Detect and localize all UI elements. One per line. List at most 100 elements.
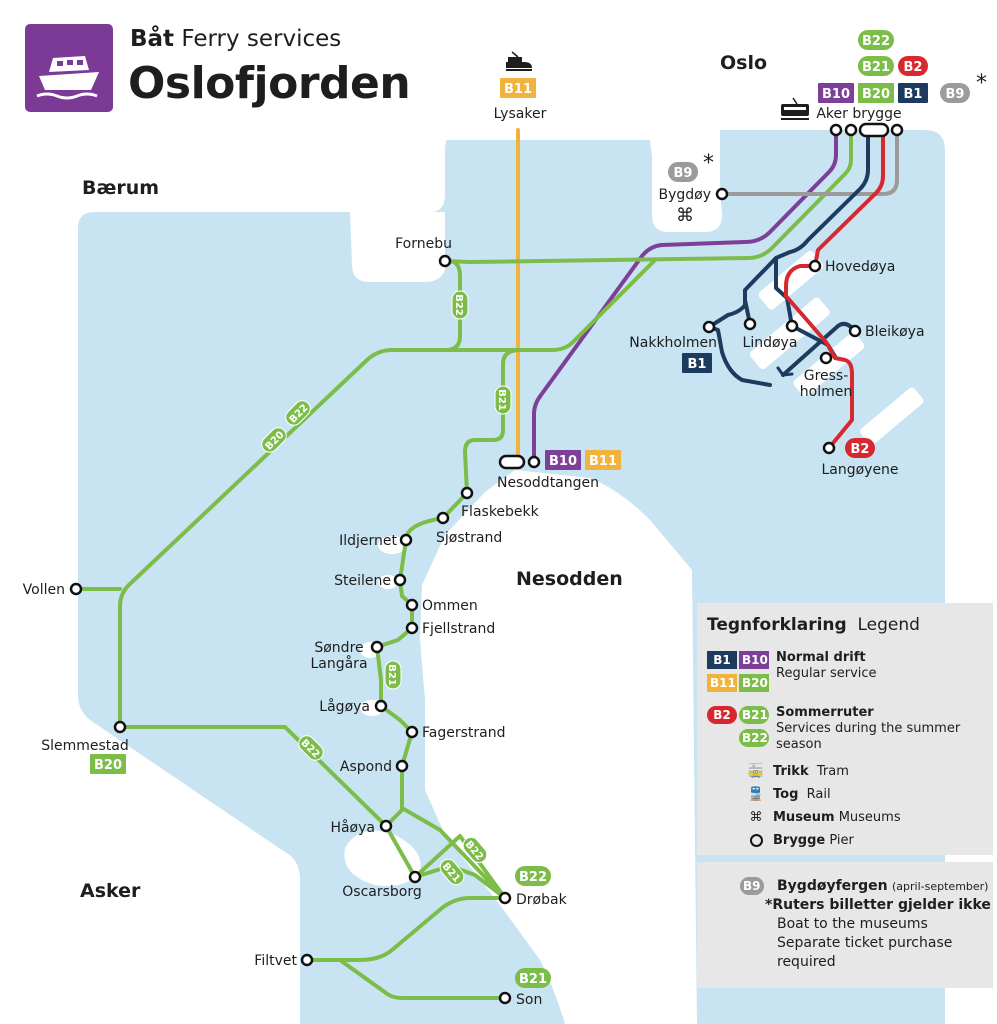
legend-rail: 🚆Tog Rail bbox=[745, 787, 831, 802]
place-name-oslo: Oslo bbox=[720, 52, 767, 74]
stop-fagerstrand[interactable]: Fagerstrand bbox=[405, 725, 505, 741]
route-badge-b11[interactable]: B11 bbox=[585, 450, 621, 470]
badge-background bbox=[285, 400, 311, 426]
stop-son[interactable]: Son bbox=[498, 991, 542, 1008]
museum-icon: ⌘ bbox=[676, 205, 694, 226]
place-name-asker: Asker bbox=[80, 880, 141, 902]
stop-label: Bygdøy bbox=[658, 187, 711, 203]
pier-icon bbox=[436, 511, 450, 525]
route-badge-b9[interactable]: B9 bbox=[668, 162, 698, 182]
legend-rail-en: Rail bbox=[806, 787, 831, 802]
badge-label: B9 bbox=[946, 87, 965, 102]
route-b1-line bbox=[707, 128, 870, 387]
stop-slemmestad[interactable]: Slemmestad bbox=[41, 720, 129, 754]
route-badge-b10[interactable]: B10 bbox=[545, 450, 581, 470]
pier-icon bbox=[527, 455, 541, 469]
badge-background bbox=[682, 353, 712, 373]
route-badge-b22[interactable]: B22 bbox=[858, 30, 894, 50]
badge-label: B20 bbox=[862, 87, 890, 102]
stop-ildjernet[interactable]: Ildjernet bbox=[339, 533, 413, 549]
pier-icon bbox=[822, 441, 836, 455]
legend2-note: *Ruters billetter gjelder ikke bbox=[765, 896, 991, 915]
stop-hovedøya[interactable]: Hovedøya bbox=[808, 259, 895, 275]
badge-background bbox=[585, 450, 621, 470]
stop-aspond[interactable]: Aspond bbox=[340, 759, 409, 775]
route-badge-b20[interactable]: B20 bbox=[90, 754, 126, 774]
badge-background bbox=[858, 30, 894, 50]
route-badge-b1[interactable]: B1 bbox=[682, 353, 712, 373]
stop-fjellstrand[interactable]: Fjellstrand bbox=[405, 621, 495, 637]
pier-icon bbox=[408, 870, 422, 884]
stop-label: Steilene bbox=[334, 573, 391, 589]
badge-background bbox=[261, 427, 287, 453]
stop-håøya[interactable]: Håøya bbox=[330, 819, 393, 836]
stop-gress-holmen[interactable]: Gress-holmen bbox=[800, 351, 852, 400]
legend-museum-no: Museum bbox=[773, 810, 835, 825]
stop-nakkholmen[interactable]: Nakkholmen bbox=[629, 320, 717, 351]
legend-title-no: Tegnforklaring bbox=[707, 615, 847, 635]
legend-summer-en: Services during the summer season bbox=[776, 721, 961, 752]
stop-sjøstrand[interactable]: Sjøstrand bbox=[436, 511, 502, 546]
badge-background bbox=[494, 385, 512, 415]
badge-background bbox=[298, 735, 324, 761]
stop-filtvet[interactable]: Filtvet bbox=[254, 953, 314, 969]
tram-icon bbox=[781, 97, 809, 120]
stop-aker-brygge[interactable]: Aker brygge bbox=[816, 106, 901, 122]
stop-nesoddtangen[interactable]: Nesoddtangen bbox=[497, 455, 599, 491]
stop-steilene[interactable]: Steilene bbox=[334, 573, 407, 589]
route-badge-b10[interactable]: B10 bbox=[818, 83, 854, 103]
route-badge-b2[interactable]: B2 bbox=[898, 56, 928, 76]
badge-background bbox=[818, 83, 854, 103]
nesoddtangen-pier bbox=[498, 454, 526, 470]
stop-vollen[interactable]: Vollen bbox=[23, 582, 83, 598]
stop-label: holmen bbox=[800, 384, 852, 400]
stop-bygdøy[interactable]: Bygdøy bbox=[658, 187, 729, 203]
stop-label: Søndre bbox=[314, 640, 363, 656]
routes bbox=[74, 128, 899, 1000]
pier-icon bbox=[808, 259, 822, 273]
route-badge-b2[interactable]: B2 bbox=[845, 438, 875, 458]
header-mode: Båt bbox=[130, 26, 175, 52]
pier-icon bbox=[498, 891, 512, 905]
pier-icon bbox=[844, 123, 858, 137]
badge-label: B2 bbox=[904, 60, 923, 75]
stop-lindøya[interactable]: Lindøya bbox=[743, 317, 798, 351]
badge-label: B20 bbox=[94, 758, 122, 773]
route-badge-b20[interactable]: B20 bbox=[858, 83, 894, 103]
stop-langøyene[interactable]: Langøyene bbox=[821, 441, 899, 478]
stop-lysaker[interactable]: Lysaker bbox=[494, 106, 547, 122]
stop-fornebu[interactable]: Fornebu bbox=[395, 236, 452, 268]
stop-lågøya[interactable]: Lågøya bbox=[319, 698, 388, 715]
legend-pier-en: Pier bbox=[829, 833, 854, 848]
route-badge-b11[interactable]: B11 bbox=[500, 78, 536, 98]
stop-label: Ommen bbox=[422, 598, 478, 614]
badge-label: B9 bbox=[674, 166, 693, 181]
stop-drøbak[interactable]: Drøbak bbox=[498, 891, 568, 908]
badge-background bbox=[898, 83, 928, 103]
badge-background bbox=[940, 83, 970, 103]
stop-label: Lindøya bbox=[743, 335, 798, 351]
place-name-nesodden: Nesodden bbox=[516, 568, 623, 590]
route-b10-line bbox=[532, 128, 838, 464]
badge-b20: B20 bbox=[739, 674, 769, 692]
stop-bleikøya[interactable]: Bleikøya bbox=[848, 324, 925, 340]
route-badge-b1[interactable]: B1 bbox=[898, 83, 928, 103]
route-badge-b9[interactable]: B9 bbox=[940, 83, 970, 103]
legend-tram-no: Trikk bbox=[773, 764, 809, 779]
steilene-island bbox=[378, 575, 398, 589]
stop-flaskebekk[interactable]: Flaskebekk bbox=[460, 486, 540, 520]
route-badge-b22[interactable]: B22 bbox=[515, 866, 551, 886]
stop-ommen[interactable]: Ommen bbox=[405, 598, 478, 614]
stop-label: Ildjernet bbox=[339, 533, 397, 549]
badge-b10: B10 bbox=[739, 651, 769, 669]
route-badge-b21[interactable]: B21 bbox=[858, 56, 894, 76]
stop-label: Vollen bbox=[23, 582, 65, 598]
route-badge-b21[interactable]: B21 bbox=[515, 968, 551, 988]
train-icon bbox=[506, 51, 532, 71]
legend2-title-text: Bygdøyfergen bbox=[777, 878, 888, 894]
stop-oscarsborg[interactable]: Oscarsborg bbox=[342, 870, 422, 900]
